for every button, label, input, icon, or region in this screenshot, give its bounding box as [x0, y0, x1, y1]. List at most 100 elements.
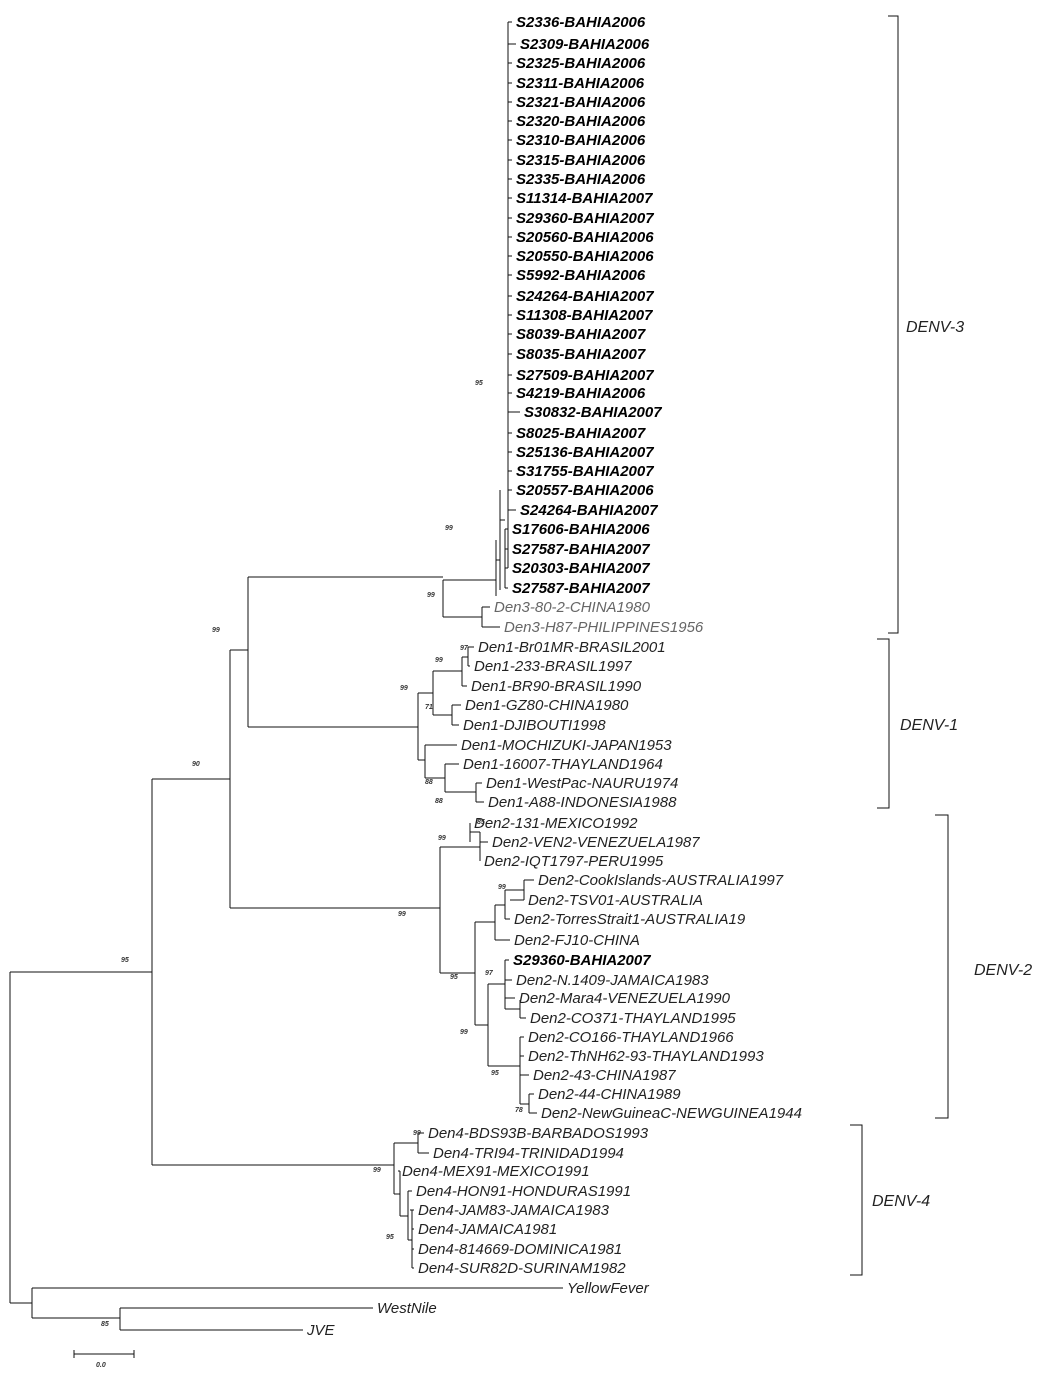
leaf-label: S8039-BAHIA2007: [516, 326, 646, 343]
leaf-label: Den2-TSV01-AUSTRALIA: [528, 892, 703, 909]
bootstrap-value: 88: [425, 779, 433, 786]
bootstrap-value: 90: [192, 761, 200, 768]
leaf-label: S11314-BAHIA2007: [516, 190, 653, 207]
leaf-label: Den4-BDS93B-BARBADOS1993: [428, 1125, 649, 1142]
leaf-label: S8025-BAHIA2007: [516, 425, 646, 442]
leaf-label: Den4-JAM83-JAMAICA1983: [418, 1202, 610, 1219]
leaf-labels: S2336-BAHIA2006S2309-BAHIA2006S2325-BAHI…: [306, 14, 802, 1339]
bootstrap-value: 95: [121, 957, 129, 964]
leaf-label: Den2-44-CHINA1989: [538, 1086, 681, 1103]
leaf-label: S29360-BAHIA2007: [516, 210, 654, 227]
leaf-label: Den2-N.1409-JAMAICA1983: [516, 972, 709, 989]
bootstrap-value: 97: [485, 970, 494, 977]
bootstrap-value: 99: [438, 835, 446, 842]
bootstrap-value: 99: [400, 685, 408, 692]
leaf-label: S4219-BAHIA2006: [516, 385, 646, 402]
leaf-label: Den3-80-2-CHINA1980: [494, 599, 651, 616]
bootstrap-value: 97: [460, 645, 469, 652]
leaf-label: S8035-BAHIA2007: [516, 346, 646, 363]
clade-label-denv1: DENV-1: [900, 717, 958, 734]
leaf-label: Den1-Br01MR-BRASIL2001: [478, 639, 666, 656]
leaf-label: S30832-BAHIA2007: [524, 404, 662, 421]
leaf-label: Den2-FJ10-CHINA: [514, 932, 640, 949]
scale-label: 0.0: [96, 1362, 106, 1369]
bootstrap-value: 99: [427, 592, 435, 599]
bootstrap-value: 99: [398, 911, 406, 918]
leaf-label: S2315-BAHIA2006: [516, 152, 646, 169]
leaf-label: S27587-BAHIA2007: [512, 580, 650, 597]
bootstrap-value: 78: [515, 1107, 523, 1114]
leaf-label: YellowFever: [567, 1280, 650, 1297]
leaf-label: S20550-BAHIA2006: [516, 248, 654, 265]
leaf-label: Den2-CO166-THAYLAND1966: [528, 1029, 734, 1046]
bootstrap-value: 71: [425, 704, 433, 711]
bootstrap-value: 85: [101, 1321, 109, 1328]
leaf-label: Den4-JAMAICA1981: [418, 1221, 557, 1238]
leaf-label: JVE: [306, 1322, 336, 1339]
tree-branches: [9, 21, 563, 1331]
leaf-label: S20560-BAHIA2006: [516, 229, 654, 246]
leaf-label: S2335-BAHIA2006: [516, 171, 646, 188]
leaf-label: Den2-CookIslands-AUSTRALIA1997: [538, 872, 784, 889]
leaf-label: Den2-43-CHINA1987: [533, 1067, 676, 1084]
leaf-label: Den2-IQT1797-PERU1995: [484, 853, 664, 870]
leaf-label: S11308-BAHIA2007: [516, 307, 653, 324]
clade-bracket-denv4: DENV-4: [850, 1124, 930, 1276]
leaf-label: Den1-DJIBOUTI1998: [463, 717, 606, 734]
leaf-label: Den1-16007-THAYLAND1964: [463, 756, 663, 773]
clade-label-denv4: DENV-4: [872, 1193, 930, 1210]
leaf-label: Den2-NewGuineaC-NEWGUINEA1944: [541, 1105, 802, 1122]
leaf-label: Den1-WestPac-NAURU1974: [486, 775, 678, 792]
clade-bracket-denv2: DENV-2: [935, 814, 1032, 1119]
leaf-label: S20557-BAHIA2006: [516, 482, 654, 499]
leaf-label: S24264-BAHIA2007: [520, 502, 658, 519]
clade-bracket-denv3: DENV-3: [888, 15, 964, 634]
leaf-label: S2336-BAHIA2006: [516, 14, 646, 31]
bootstrap-value: 99: [445, 525, 453, 532]
bootstrap-value: 99: [460, 1029, 468, 1036]
leaf-label: S2320-BAHIA2006: [516, 113, 646, 130]
leaf-label: Den2-Mara4-VENEZUELA1990: [519, 990, 731, 1007]
scale-bar: 0.0: [73, 1350, 135, 1369]
clade-label-denv2: DENV-2: [974, 962, 1032, 979]
clade-bracket-denv1: DENV-1: [877, 638, 958, 809]
leaf-label: S24264-BAHIA2007: [516, 288, 654, 305]
leaf-label: Den4-814669-DOMINICA1981: [418, 1241, 622, 1258]
leaf-label: Den1-MOCHIZUKI-JAPAN1953: [461, 737, 672, 754]
leaf-label: S27587-BAHIA2007: [512, 541, 650, 558]
bootstrap-value: 95: [386, 1234, 394, 1241]
bootstrap-value: 88: [435, 798, 443, 805]
leaf-label: S20303-BAHIA2007: [512, 560, 650, 577]
leaf-label: Den4-HON91-HONDURAS1991: [416, 1183, 631, 1200]
leaf-label: WestNile: [377, 1300, 437, 1317]
bootstrap-value: 95: [450, 974, 458, 981]
leaf-label: Den2-CO371-THAYLAND1995: [530, 1010, 736, 1027]
leaf-label: Den1-GZ80-CHINA1980: [465, 697, 629, 714]
bootstrap-value: 95: [491, 1070, 499, 1077]
leaf-label: Den2-ThNH62-93-THAYLAND1993: [528, 1048, 764, 1065]
leaf-label: S5992-BAHIA2006: [516, 267, 646, 284]
bootstrap-value: 99: [373, 1167, 381, 1174]
leaf-label: S2309-BAHIA2006: [520, 36, 650, 53]
bootstrap-value: 99: [212, 627, 220, 634]
bootstrap-value: 95: [475, 380, 483, 387]
leaf-label: S2310-BAHIA2006: [516, 132, 646, 149]
leaf-label: Den1-BR90-BRASIL1990: [471, 678, 642, 695]
bootstrap-value: 85: [477, 819, 485, 826]
bootstrap-values: 99 99 99 95 90 99 97 99 71 88 88 85 99 99 99 97 95 99 95 78…: [101, 380, 523, 1328]
bootstrap-value: 99: [498, 884, 506, 891]
leaf-label: Den1-233-BRASIL1997: [474, 658, 632, 675]
leaf-label: S25136-BAHIA2007: [516, 444, 654, 461]
leaf-label: S27509-BAHIA2007: [516, 367, 654, 384]
leaf-label: S17606-BAHIA2006: [512, 521, 650, 538]
leaf-label: S2311-BAHIA2006: [516, 75, 645, 92]
leaf-label: S29360-BAHIA2007: [513, 952, 651, 969]
clade-label-denv3: DENV-3: [906, 319, 964, 336]
leaf-label: Den2-TorresStrait1-AUSTRALIA19: [514, 911, 746, 928]
leaf-label: S2321-BAHIA2006: [516, 94, 646, 111]
leaf-label: Den3-H87-PHILIPPINES1956: [504, 619, 704, 636]
leaf-label: S2325-BAHIA2006: [516, 55, 646, 72]
leaf-label: Den4-SUR82D-SURINAM1982: [418, 1260, 626, 1277]
leaf-label: Den4-MEX91-MEXICO1991: [402, 1163, 590, 1180]
